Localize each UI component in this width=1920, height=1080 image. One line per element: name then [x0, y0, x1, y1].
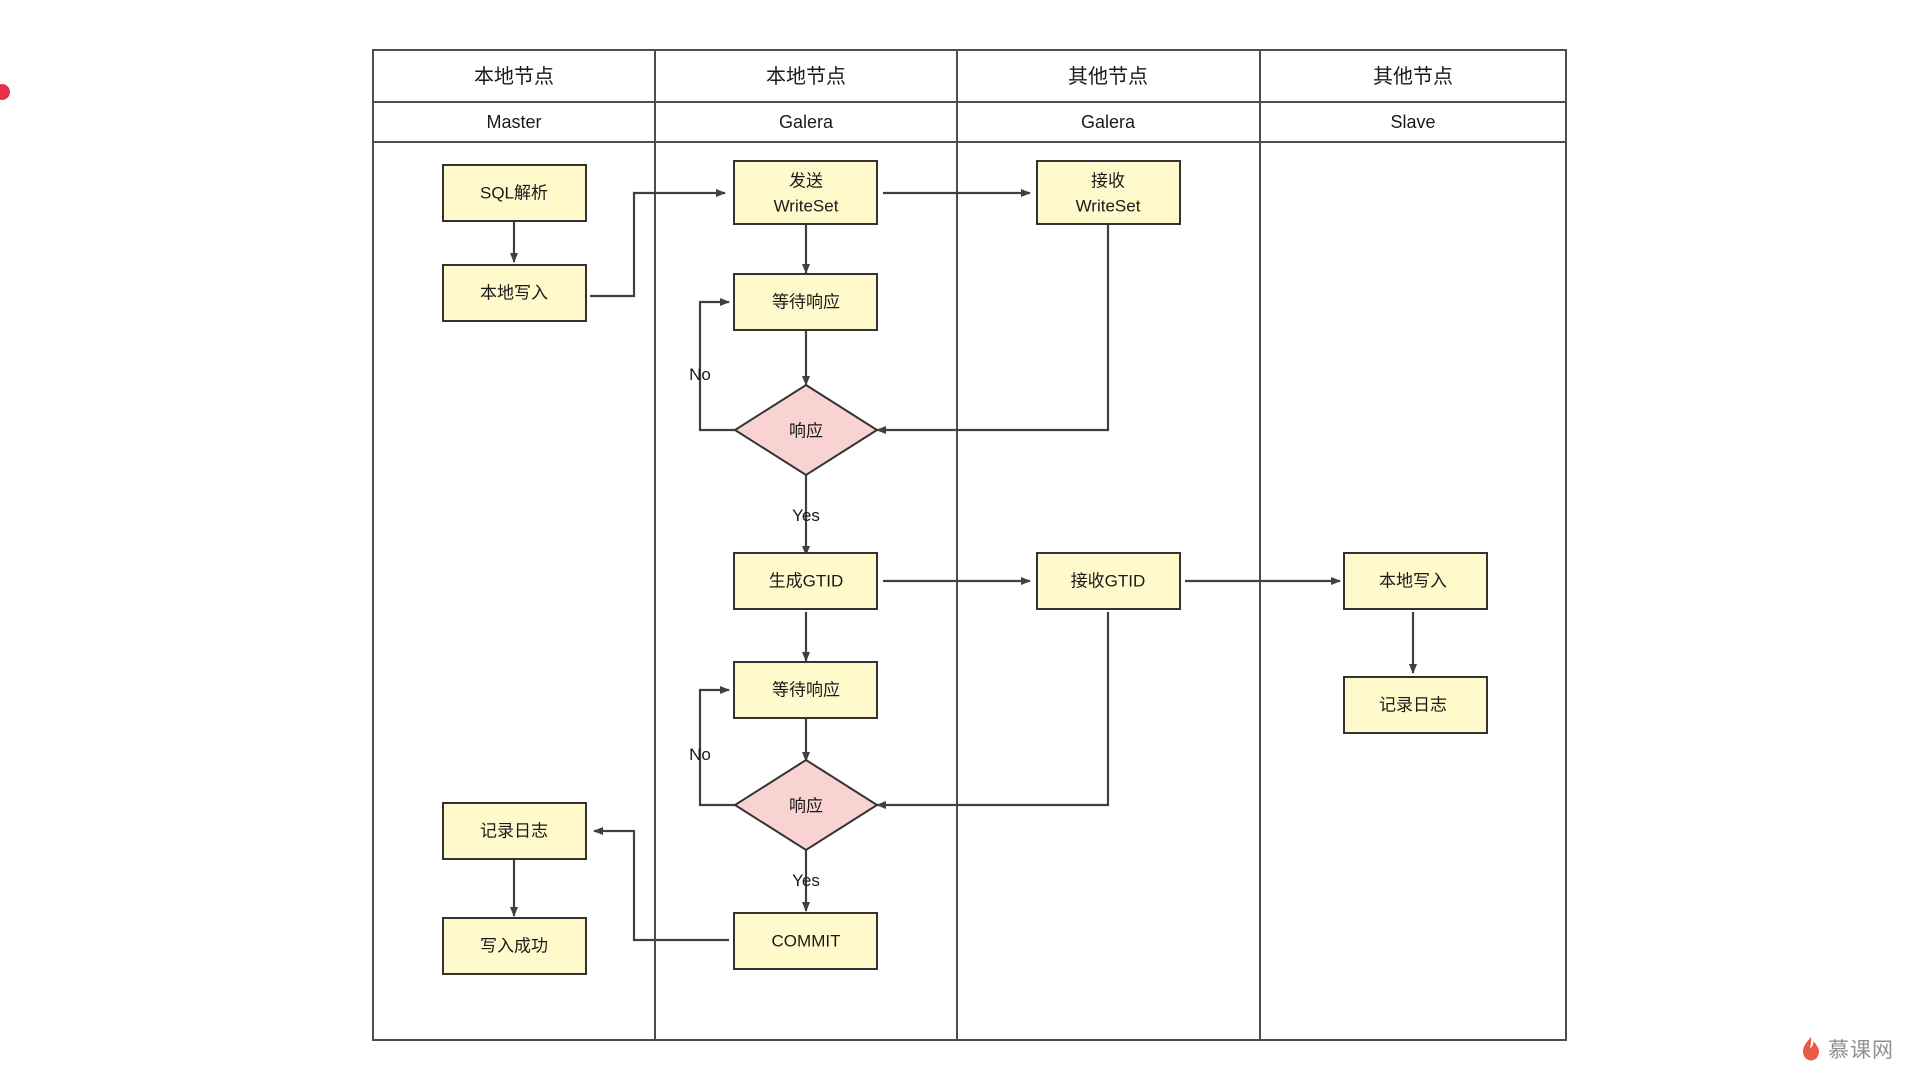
lane-title-0: 本地节点 [474, 65, 554, 88]
node-label-sql-parse: SQL解析 [480, 183, 548, 202]
lane-sub-1: Galera [779, 112, 834, 132]
watermark-text: 慕课网 [1828, 1039, 1894, 1062]
node-receive-gtid[interactable]: 接收GTID [1036, 552, 1181, 610]
watermark: 慕课网 [1800, 1034, 1894, 1064]
node-label-recv-writeset-line1: 接收 [1091, 171, 1125, 190]
node-decision-response-2[interactable]: 响应 [733, 758, 879, 852]
lane-title-2: 其他节点 [1068, 65, 1148, 88]
node-label-commit: COMMIT [772, 931, 841, 950]
edge-commit-logmaster [593, 827, 729, 942]
edges: No Yes No Yes [510, 189, 1417, 942]
node-local-write-slave[interactable]: 本地写入 [1343, 552, 1488, 610]
node-decision-response-1[interactable]: 响应 [733, 383, 879, 477]
edge-localwrite-sendws [590, 189, 726, 298]
node-label-log-master: 记录日志 [480, 821, 548, 840]
node-label-send-writeset-line2: WriteSet [774, 196, 839, 215]
lane-sub-2: Galera [1081, 112, 1136, 132]
flame-icon [1803, 1037, 1819, 1061]
node-label-decision-response-1: 响应 [789, 421, 823, 440]
node-label-wait-response-2: 等待响应 [772, 680, 840, 699]
edge-recvgtid-resp2 [876, 612, 1110, 809]
lane-title-1: 本地节点 [766, 65, 846, 88]
node-wait-response-1[interactable]: 等待响应 [733, 273, 878, 331]
lane-title-3: 其他节点 [1373, 65, 1453, 88]
edge-resp1-wait1-no [698, 298, 735, 432]
node-commit[interactable]: COMMIT [733, 912, 878, 970]
edge-label-no-1: No [689, 365, 711, 384]
node-write-success[interactable]: 写入成功 [442, 917, 587, 975]
edge-label-no-2: No [689, 745, 711, 764]
node-label-local-write-master: 本地写入 [480, 283, 548, 302]
node-wait-response-2[interactable]: 等待响应 [733, 661, 878, 719]
accent-dot [0, 84, 10, 100]
node-label-write-success: 写入成功 [480, 936, 548, 955]
node-send-writeset[interactable]: 发送 WriteSet [733, 160, 878, 225]
node-generate-gtid[interactable]: 生成GTID [733, 552, 878, 610]
node-label-generate-gtid: 生成GTID [769, 571, 844, 590]
edge-label-yes-2: Yes [792, 871, 820, 890]
lane-sub-3: Slave [1390, 112, 1435, 132]
node-recv-writeset[interactable]: 接收 WriteSet [1036, 160, 1181, 225]
node-label-send-writeset-line1: 发送 [789, 171, 823, 190]
node-label-wait-response-1: 等待响应 [772, 292, 840, 311]
nodes: SQL解析 本地写入 发送 WriteSet 接收 WriteSet [442, 160, 1488, 975]
node-label-local-write-slave: 本地写入 [1379, 571, 1447, 590]
node-sql-parse[interactable]: SQL解析 [442, 164, 587, 222]
node-label-recv-writeset-line2: WriteSet [1076, 196, 1141, 215]
lane-sub-0: Master [486, 112, 541, 132]
lane-headers: 本地节点 Master 本地节点 Galera 其他节点 Galera 其他节点… [474, 65, 1453, 132]
edge-label-yes-1: Yes [792, 506, 820, 525]
edge-recvws-resp1 [876, 224, 1110, 434]
node-log-master[interactable]: 记录日志 [442, 802, 587, 860]
node-label-log-slave: 记录日志 [1379, 695, 1447, 714]
node-label-receive-gtid: 接收GTID [1071, 571, 1146, 590]
node-local-write-master[interactable]: 本地写入 [442, 264, 587, 322]
node-log-slave[interactable]: 记录日志 [1343, 676, 1488, 734]
edge-resp2-wait2-no [698, 686, 735, 807]
node-label-decision-response-2: 响应 [789, 796, 823, 815]
